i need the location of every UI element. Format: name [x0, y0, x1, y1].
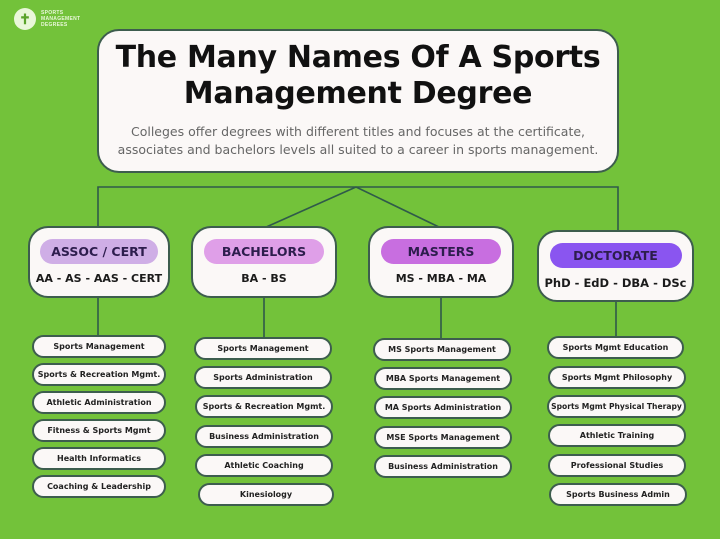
level-abbreviations-doctorate: PhD - EdD - DBA - DSc: [544, 276, 687, 290]
program-item: Sports Management: [194, 337, 332, 360]
level-label-bachelors: BACHELORS: [204, 239, 324, 264]
program-item: Sports & Recreation Mgmt.: [32, 363, 166, 386]
subtitle-line-2: associates and bachelors levels all suit…: [117, 142, 599, 157]
level-label-assoc: ASSOC / CERT: [40, 239, 158, 264]
header-card: The Many Names Of A Sports Management De…: [97, 29, 619, 173]
level-abbreviations-assoc: AA - AS - AAS - CERT: [35, 272, 163, 285]
program-item: MA Sports Administration: [374, 396, 512, 419]
logo-text: Sports Management Degrees: [41, 10, 81, 28]
program-item: Athletic Coaching: [195, 454, 333, 477]
program-item: Athletic Administration: [32, 391, 166, 414]
program-item: Professional Studies: [548, 454, 686, 477]
level-label-masters: MASTERS: [381, 239, 501, 264]
page-subtitle: Colleges offer degrees with different ti…: [99, 123, 617, 159]
program-item: Athletic Training: [548, 424, 686, 447]
program-item: Sports Mgmt Philosophy: [548, 366, 686, 389]
program-item: Sports Business Admin: [549, 483, 687, 506]
level-card-doctorate: DOCTORATE PhD - EdD - DBA - DSc: [537, 230, 694, 302]
running-figure-icon: ✝: [14, 8, 36, 30]
level-label-doctorate: DOCTORATE: [549, 243, 682, 268]
program-item: Sports Mgmt Education: [547, 336, 684, 359]
program-item: Fitness & Sports Mgmt: [32, 419, 166, 442]
level-abbreviations-masters: MS - MBA - MA: [395, 272, 487, 285]
program-item: Sports Mgmt Physical Therapy: [547, 395, 686, 418]
level-card-assoc: ASSOC / CERT AA - AS - AAS - CERT: [28, 226, 170, 298]
site-logo: ✝ Sports Management Degrees: [14, 8, 86, 30]
program-item: MSE Sports Management: [374, 426, 512, 449]
level-abbreviations-bachelors: BA - BS: [241, 272, 287, 285]
program-item: Sports Management: [32, 335, 166, 358]
title-line-2: Management Degree: [183, 76, 533, 111]
program-item: Coaching & Leadership: [32, 475, 166, 498]
subtitle-line-1: Colleges offer degrees with different ti…: [130, 124, 586, 139]
program-item: MS Sports Management: [373, 338, 511, 361]
program-item: Sports & Recreation Mgmt.: [195, 395, 333, 418]
level-card-bachelors: BACHELORS BA - BS: [191, 226, 337, 298]
program-item: Kinesiology: [198, 483, 334, 506]
page-title: The Many Names Of A Sports Management De…: [99, 40, 617, 112]
program-item: Health Informatics: [32, 447, 166, 470]
level-card-masters: MASTERS MS - MBA - MA: [368, 226, 514, 298]
program-item: MBA Sports Management: [374, 367, 512, 390]
program-item: Business Administration: [195, 425, 333, 448]
title-line-1: The Many Names Of A Sports: [115, 40, 601, 75]
program-item: Business Administration: [374, 455, 512, 478]
program-item: Sports Administration: [194, 366, 332, 389]
